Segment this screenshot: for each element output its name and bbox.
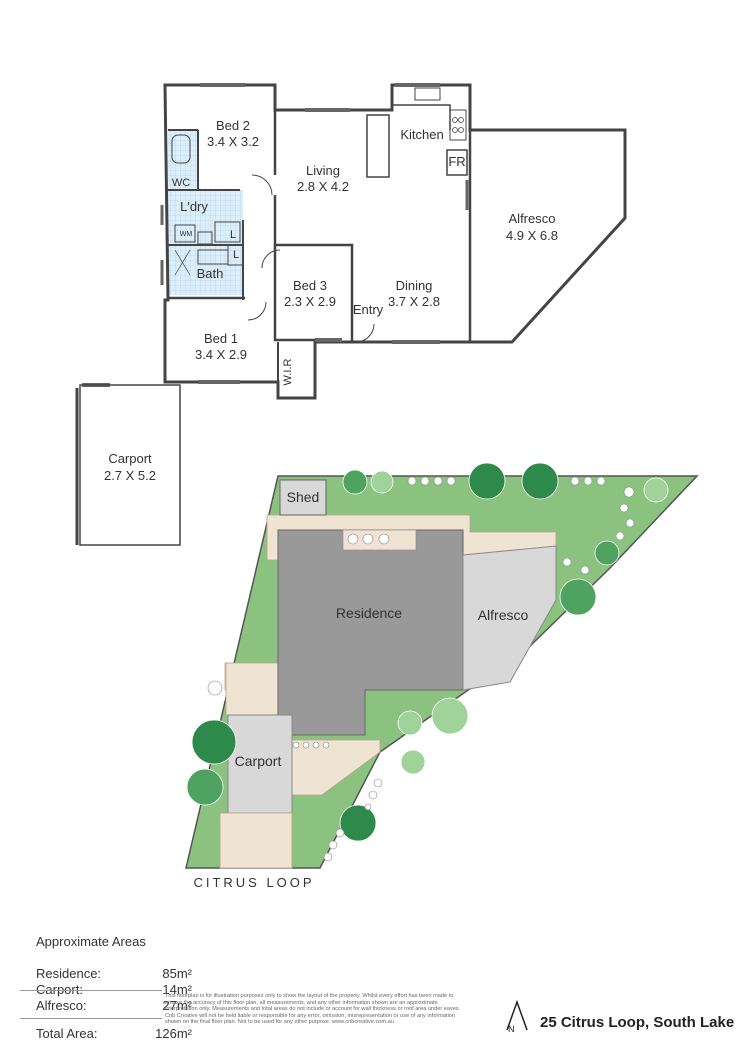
room-label: L'dry	[180, 199, 208, 214]
site-label: Alfresco	[478, 607, 529, 623]
room-label: Entry	[353, 302, 384, 317]
total-value: 126m²	[155, 1026, 192, 1041]
areas-title: Approximate Areas	[36, 934, 146, 949]
alfresco-block	[462, 545, 557, 691]
site-label: Shed	[287, 489, 320, 505]
room-label: Dining	[396, 278, 433, 293]
area-label: Alfresco:	[36, 998, 87, 1013]
room-label: FR	[448, 154, 465, 169]
room-label: L	[230, 229, 236, 241]
property-address: 25 Citrus Loop, South Lake	[540, 1014, 735, 1031]
street-name: CITRUS LOOP	[193, 875, 314, 890]
shed-block	[279, 479, 327, 516]
area-value: 85m²	[162, 966, 192, 981]
room-label: Alfresco	[509, 211, 556, 226]
room-label: Bed 1	[204, 331, 238, 346]
room-label: W.I.R	[282, 359, 294, 386]
total-label: Total Area:	[36, 1026, 98, 1041]
area-label: Residence:	[36, 966, 102, 981]
room-label: Living	[306, 163, 340, 178]
room-size: 3.4 X 2.9	[195, 347, 247, 362]
site-plan: Shed Residence Alfresco Carport CITRUS L…	[185, 462, 699, 890]
room-label: Carport	[108, 451, 152, 466]
room-label: WC	[172, 177, 190, 189]
shrub-icon	[207, 476, 635, 862]
room-label: L	[233, 249, 239, 261]
room-size: 2.7 X 5.2	[104, 468, 156, 483]
room-label: WM	[180, 231, 193, 238]
area-value: 27m²	[162, 998, 192, 1013]
north-arrow-icon: N	[506, 999, 528, 1034]
room-size: 3.4 X 3.2	[207, 134, 259, 149]
divider	[20, 990, 162, 991]
room-label: Kitchen	[400, 127, 443, 142]
area-value: 14m²	[162, 982, 192, 997]
room-label: Bed 3	[293, 278, 327, 293]
room-label: Bed 2	[216, 118, 250, 133]
room-size: 2.8 X 4.2	[297, 179, 349, 194]
divider	[20, 1018, 162, 1019]
disclaimer-text: This floorplan is for illustration purpo…	[165, 993, 461, 1026]
room-size: 2.3 X 2.9	[284, 294, 336, 309]
svg-text:N: N	[508, 1024, 515, 1034]
site-label: Carport	[235, 753, 282, 769]
carport-block	[227, 714, 293, 814]
tree-icon	[186, 462, 669, 842]
site-label: Residence	[336, 605, 402, 621]
room-size: 4.9 X 6.8	[506, 228, 558, 243]
floor-plan	[75, 83, 627, 546]
room-label: Bath	[197, 266, 224, 281]
room-size: 3.7 X 2.8	[388, 294, 440, 309]
area-label: Carport:	[36, 982, 83, 997]
floor-plan-labels: Bed 2 3.4 X 3.2 Living 2.8 X 4.2 Kitchen…	[104, 118, 558, 483]
